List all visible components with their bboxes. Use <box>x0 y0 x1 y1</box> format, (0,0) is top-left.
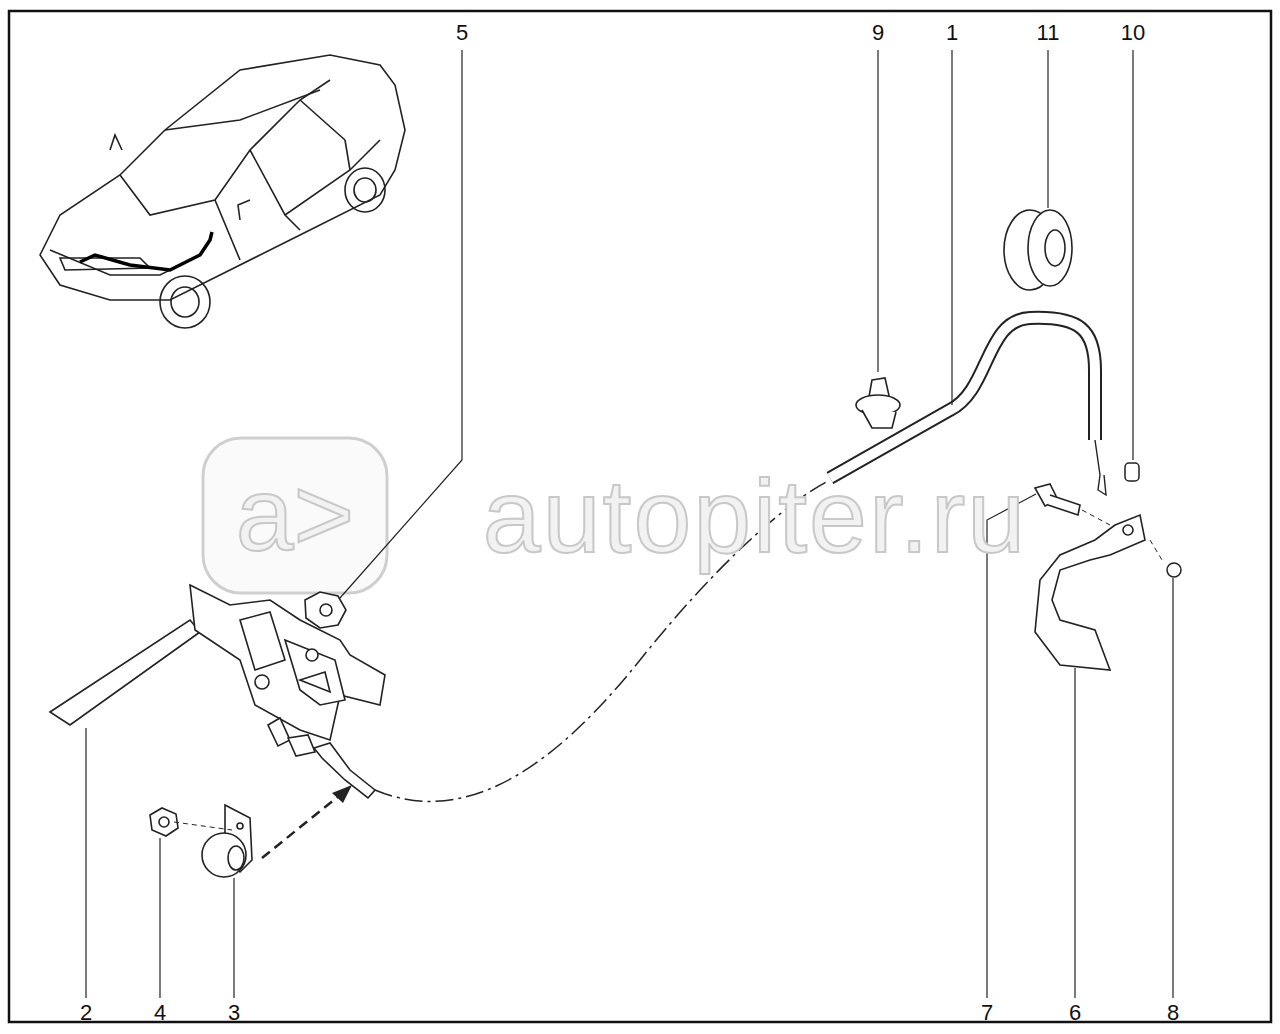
frame <box>9 11 1271 1022</box>
cable-end <box>268 718 375 798</box>
callout-number: 1 <box>946 22 958 44</box>
grommet <box>1004 210 1072 290</box>
callout-number: 4 <box>154 1002 166 1024</box>
callout-number: 10 <box>1121 22 1145 44</box>
nut <box>150 808 178 836</box>
cable-highlight <box>80 232 212 270</box>
callout-number: 5 <box>456 22 468 44</box>
bolt <box>1035 484 1080 515</box>
car-sketch <box>40 55 405 328</box>
watermark-logo: a> <box>236 462 355 566</box>
callout-number: 3 <box>228 1002 240 1024</box>
cable <box>830 318 1095 478</box>
callout-number: 8 <box>1167 1002 1179 1024</box>
callout-number: 2 <box>80 1002 92 1024</box>
cable-clamp <box>202 805 252 877</box>
watermark: autopiter.ru <box>483 464 1027 568</box>
watermark-logo-box <box>203 438 387 593</box>
callout-number: 7 <box>981 1002 993 1024</box>
callout-number: 6 <box>1069 1002 1081 1024</box>
callout-number: 9 <box>872 22 884 44</box>
assembly-arrow <box>262 795 340 858</box>
callout-number: 11 <box>1037 22 1060 44</box>
hood-latch <box>50 585 385 740</box>
cable-clip <box>856 378 900 428</box>
release-handle <box>1035 515 1145 670</box>
leader-lines <box>86 50 1173 998</box>
